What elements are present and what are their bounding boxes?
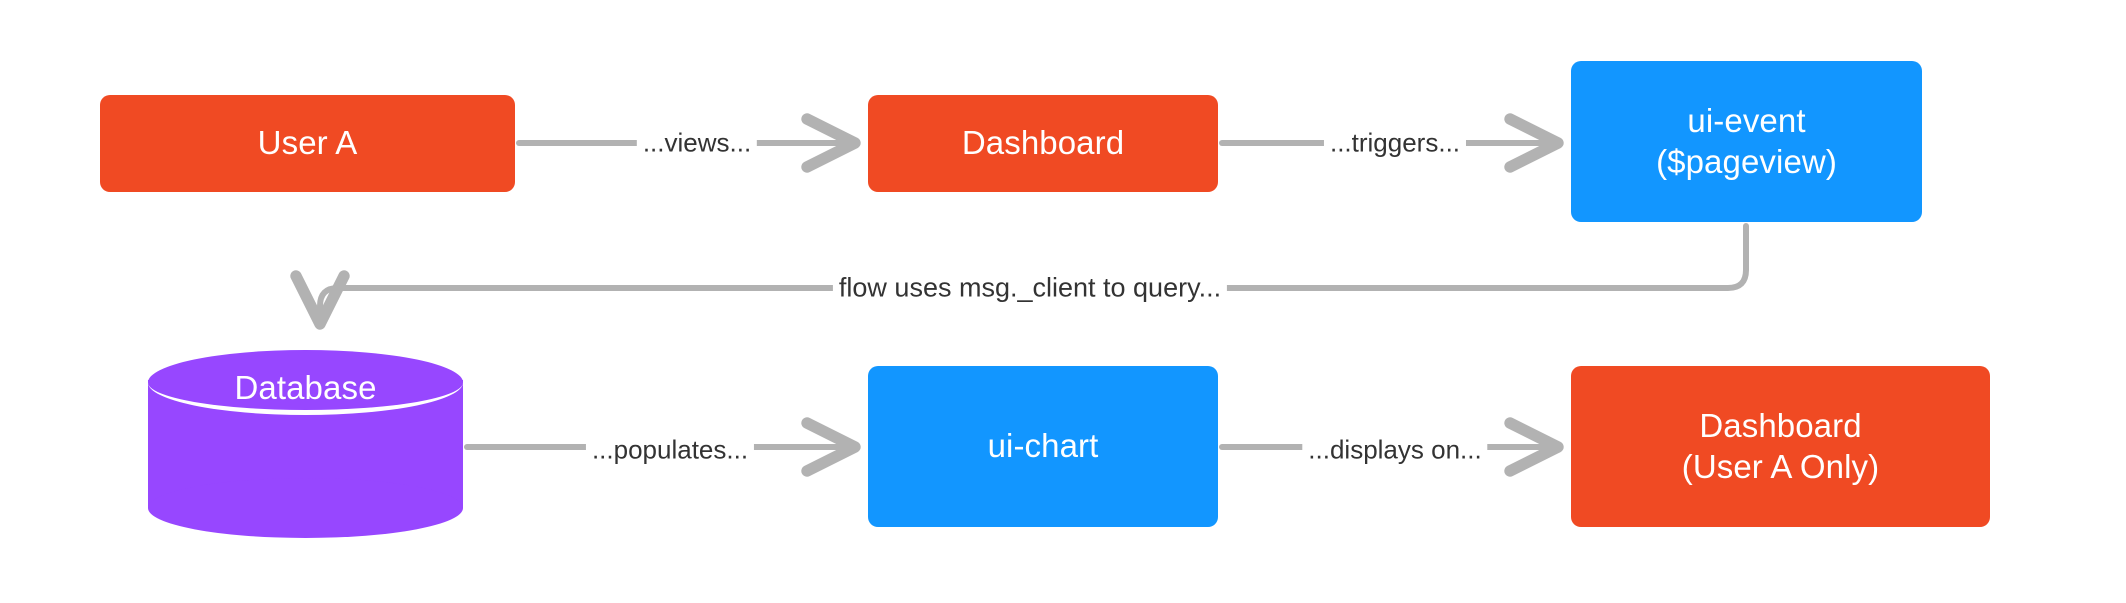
node-ui-chart-label: ui-chart (987, 427, 1099, 465)
edge-label-populates: ...populates... (585, 434, 755, 466)
node-user-a-label: User A (257, 124, 358, 162)
node-ui-event-sublabel: ($pageview) (1656, 142, 1837, 180)
node-ui-event-label: ui-event (1687, 102, 1806, 140)
edge-label-flow-query: flow uses msg._client to query... (832, 272, 1228, 304)
edge-label-views: ...views... (636, 127, 758, 159)
node-user-a[interactable]: User A (100, 95, 515, 192)
edge-label-displays-on: ...displays on... (1302, 434, 1488, 466)
node-dashboard-user-a-only-sublabel: (User A Only) (1681, 447, 1880, 485)
node-database-label: Database (234, 368, 377, 406)
node-ui-chart[interactable]: ui-chart (868, 366, 1218, 527)
node-dashboard-user-a-only[interactable]: Dashboard (User A Only) (1571, 366, 1990, 527)
node-dashboard-top[interactable]: Dashboard (868, 95, 1218, 192)
node-dashboard-user-a-only-label: Dashboard (1699, 407, 1862, 445)
edge-label-triggers: ...triggers... (1323, 127, 1467, 159)
node-ui-event[interactable]: ui-event ($pageview) (1571, 61, 1922, 222)
node-database[interactable]: Database (148, 350, 463, 538)
database-cylinder-bottom (148, 478, 463, 538)
node-dashboard-top-label: Dashboard (961, 124, 1125, 162)
database-cylinder-top (148, 350, 463, 415)
